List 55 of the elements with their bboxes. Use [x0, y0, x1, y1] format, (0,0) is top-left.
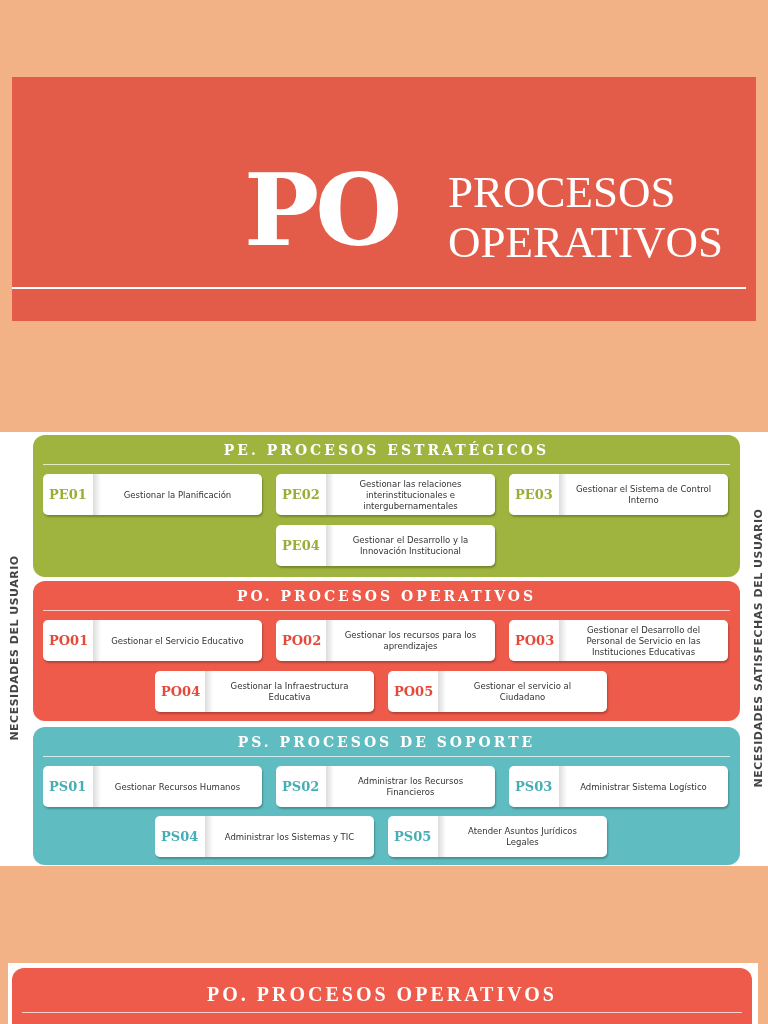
process-description: Gestionar el Desarrollo y la Innovación Institucional	[351, 534, 470, 557]
process-code: PS04	[161, 828, 199, 846]
process-code: PE04	[282, 537, 320, 555]
process-card	[388, 816, 607, 857]
process-code: PE03	[515, 486, 553, 504]
process-card	[276, 766, 495, 807]
process-description: Gestionar la Planificación	[122, 489, 233, 500]
process-description: Gestionar la Infraestructura Educativa	[229, 680, 350, 703]
process-description: Gestionar Recursos Humanos	[113, 781, 242, 792]
panel-title: PO. PROCESOS OPERATIVOS	[235, 588, 538, 604]
process-code: PS03	[515, 778, 553, 796]
process-description: Gestionar el Desarrollo del Personal de Servicio en las Instituciones Educativas	[585, 624, 702, 657]
process-card	[155, 816, 374, 857]
process-code: PO04	[161, 683, 201, 701]
process-card	[43, 474, 262, 515]
process-card	[43, 620, 262, 661]
process-code: PO05	[394, 683, 434, 701]
banner-code: PO	[244, 155, 399, 265]
category-panel	[12, 968, 752, 1024]
process-code: PE01	[49, 486, 87, 504]
process-description: Atender Asuntos Jurídicos Legales	[467, 825, 578, 848]
process-description: Administrar los Sistemas y TIC	[223, 831, 356, 842]
banner-title: PROCESOS OPERATIVOS	[448, 167, 725, 267]
process-code: PS02	[282, 778, 320, 796]
process-code: PS05	[394, 828, 432, 846]
process-code: PO02	[282, 632, 322, 650]
category-panel	[33, 435, 740, 577]
process-description: Gestionar los recursos para los aprendizajes	[343, 629, 478, 652]
process-card	[43, 766, 262, 807]
process-description: Gestionar el servicio al Ciudadano	[472, 680, 573, 703]
title-banner	[12, 77, 756, 321]
process-code: PS01	[49, 778, 87, 796]
side-label: NECESIDADES DEL USUARIO	[7, 555, 21, 741]
process-description: Administrar Sistema Logístico	[579, 781, 708, 792]
process-card	[509, 766, 728, 807]
process-description: Gestionar las relaciones interinstitucionales e intergubernamentales	[358, 478, 463, 511]
process-description: Gestionar el Sistema de Control Interno	[575, 483, 712, 506]
process-card	[509, 620, 728, 661]
panel-title: PS. PROCESOS DE SOPORTE	[236, 734, 537, 750]
panel-title: PO. PROCESOS OPERATIVOS	[206, 983, 558, 1006]
process-code: PO03	[515, 632, 555, 650]
process-card	[276, 474, 495, 515]
process-card	[509, 474, 728, 515]
process-card	[388, 671, 607, 712]
process-description: Administrar los Recursos Financieros	[356, 775, 465, 798]
category-panel	[33, 727, 740, 865]
category-panel	[33, 581, 740, 721]
process-code: PO01	[49, 632, 89, 650]
panel-title: PE. PROCESOS ESTRATÉGICOS	[222, 442, 551, 458]
process-code: PE02	[282, 486, 320, 504]
side-label: NECESIDADES SATISFECHAS DEL USUARIO	[751, 508, 765, 788]
process-card	[276, 620, 495, 661]
process-description: Gestionar el Servicio Educativo	[110, 635, 245, 646]
process-card	[155, 671, 374, 712]
process-card	[276, 525, 495, 566]
